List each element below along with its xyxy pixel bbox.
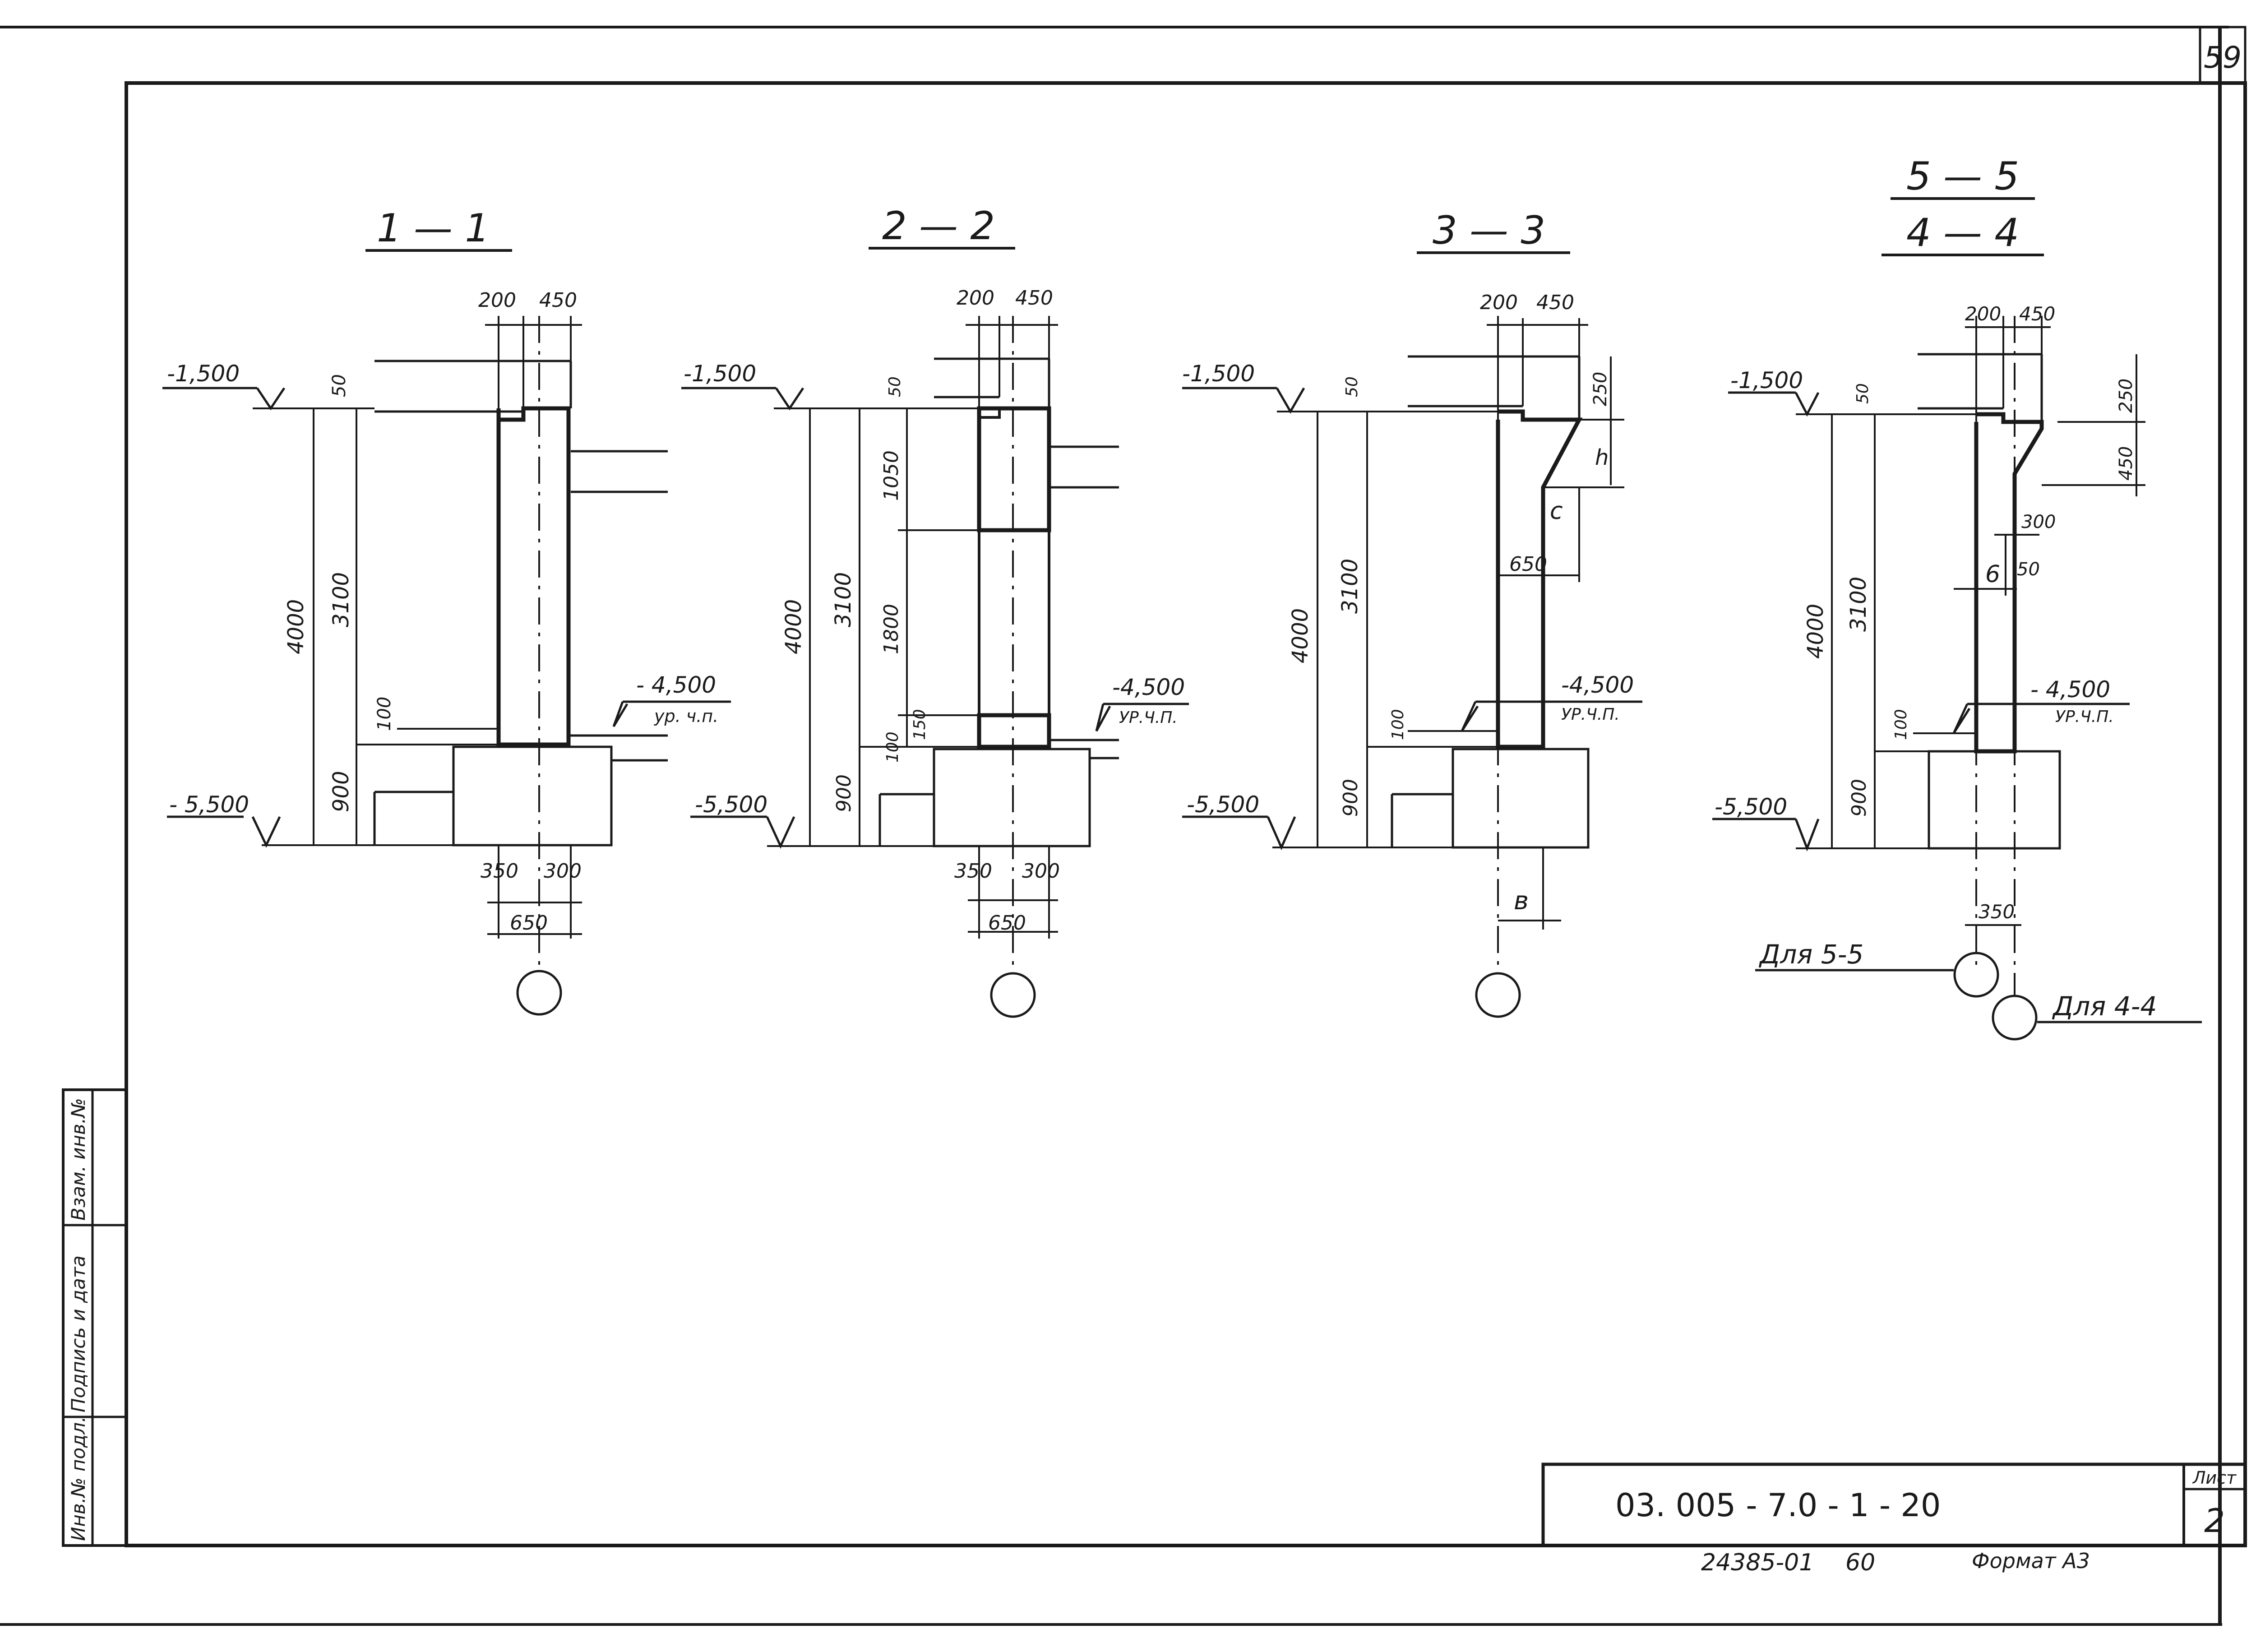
level-bottom: -5,500 (1715, 794, 1787, 820)
level-bottom: -5,500 (695, 791, 767, 818)
dim-top-w1: 200 (478, 289, 516, 312)
page-number-box (2199, 26, 2247, 84)
dim-top-w1: 200 (1965, 303, 2001, 325)
level-bottom: -5,500 (1187, 791, 1259, 818)
section-title: 2 — 2 (882, 204, 995, 249)
level-bottom: - 5,500 (169, 791, 249, 818)
dim-top-w1: 200 (957, 287, 994, 310)
dim-6: 6 (1985, 561, 2000, 588)
list-label: Лист (2192, 1468, 2237, 1488)
list-number: 2 (2204, 1502, 2225, 1540)
footer-code: 24385-01 (1701, 1549, 1814, 1576)
dim-gap: 100 (1892, 709, 1910, 740)
dim-top-step: 50 (886, 376, 904, 397)
section-title: 3 — 3 (1433, 208, 1545, 253)
dim-upper: 3100 (1337, 559, 1363, 614)
section-title: 4 — 4 (1906, 210, 2019, 255)
dim-h: h (1595, 445, 1609, 470)
side-strip (62, 1088, 128, 1547)
dim-lower: 900 (1848, 779, 1871, 817)
dim-seg1: 1050 (880, 450, 903, 501)
level-floor: -4,500 (1561, 672, 1634, 698)
dim-lower: 900 (832, 774, 855, 812)
dim-c: c (1550, 498, 1563, 525)
dim-upper: 3100 (831, 572, 856, 627)
dim-bot-w1: 350 (954, 860, 992, 883)
footer-num: 60 (1845, 1549, 1875, 1576)
dim-total: 4000 (781, 599, 806, 654)
floor-note: ур. ч.п. (654, 706, 718, 726)
sheet-frame: 59 Инв.№ подл. Подпись и дата Взам. инв.… (0, 26, 2247, 1626)
level-top: -1,500 (684, 361, 756, 387)
dim-seg2: 1800 (880, 604, 903, 654)
dim-seg3: 150 (911, 709, 929, 740)
side-label-sign: Подпись и дата (67, 1255, 89, 1412)
axis-bubble (990, 972, 1036, 1018)
level-floor: - 4,500 (636, 672, 716, 698)
axis-bubble (1475, 972, 1521, 1018)
dim-bot-total: 650 (988, 912, 1026, 935)
drawing-border (125, 81, 2247, 1547)
dim-total: 4000 (1803, 604, 1828, 659)
dim-slope-h: 450 (2116, 446, 2136, 481)
dim-top-w2: 450 (1015, 287, 1053, 310)
dim-total: 4000 (1288, 608, 1313, 663)
dim-upper: 3100 (328, 572, 354, 627)
format-label: Формат А3 (1972, 1549, 2090, 1573)
doc-code: 03. 005 - 7.0 - 1 - 20 (1615, 1487, 1941, 1524)
section-2-2: 2 — 2 (681, 204, 1189, 1018)
dim-650: 650 (1509, 553, 1547, 576)
level-floor: -4,500 (1112, 674, 1185, 700)
dim-bot-w2: 300 (544, 860, 582, 883)
axis-bubble-5-5 (1953, 952, 1999, 998)
dim-top-step: 50 (329, 374, 350, 397)
dim-total: 4000 (283, 599, 309, 654)
dim-bot-w2: 300 (1022, 860, 1060, 883)
dim-350: 350 (1979, 901, 2015, 923)
dim-upper: 3100 (1846, 577, 1871, 632)
section-1-1: 1 — 1 (162, 206, 731, 1016)
section-3-3: 3 — 3 -1,500 -5,500 (1182, 208, 1642, 1018)
dim-top-w2: 450 (539, 289, 577, 312)
level-top: -1,500 (1730, 367, 1803, 393)
dim-300: 300 (2021, 512, 2056, 532)
callout-5-5: Для 5-5 (1758, 939, 1863, 970)
dim-bot-total: 650 (510, 912, 548, 935)
dim-gap: 100 (1389, 709, 1407, 740)
side-label-inv: Инв.№ подл. (67, 1416, 89, 1541)
page-number: 59 (2204, 40, 2242, 75)
dim-b: в (1514, 886, 1529, 916)
dim-cap-h: 250 (1590, 372, 1611, 406)
dim-lower: 900 (1339, 779, 1362, 817)
dim-top-w2: 450 (2019, 303, 2055, 325)
dim-50: 50 (2017, 559, 2040, 580)
dim-top-step: 50 (1343, 376, 1361, 397)
floor-note: УР.Ч.П. (2055, 708, 2114, 726)
dim-cap-h: 250 (2116, 379, 2136, 413)
section-title-top: 5 — 5 (1906, 154, 2019, 199)
floor-note: УР.Ч.П. (1561, 705, 1620, 724)
callout-4-4: Для 4-4 (2052, 991, 2157, 1022)
dim-top-step: 50 (1854, 383, 1872, 404)
dim-bot-w1: 350 (481, 860, 518, 883)
floor-note: УР.Ч.П. (1119, 708, 1178, 727)
dim-gap: 100 (374, 697, 395, 731)
dim-top-w2: 450 (1536, 291, 1574, 314)
axis-bubble-4-4 (1992, 995, 2038, 1041)
dim-top-w1: 200 (1480, 291, 1518, 314)
title-block (1541, 1462, 2247, 1547)
dim-gap: 100 (883, 731, 902, 763)
level-floor: - 4,500 (2030, 676, 2110, 703)
section-4-4: 5 — 5 4 — 4 (1712, 154, 2202, 1041)
level-top: -1,500 (1182, 361, 1255, 387)
section-title: 1 — 1 (377, 206, 490, 251)
axis-bubble (516, 970, 562, 1016)
side-label-replace: Взам. инв.№ (67, 1098, 89, 1221)
level-top: -1,500 (167, 361, 240, 387)
dim-lower: 900 (328, 771, 354, 812)
